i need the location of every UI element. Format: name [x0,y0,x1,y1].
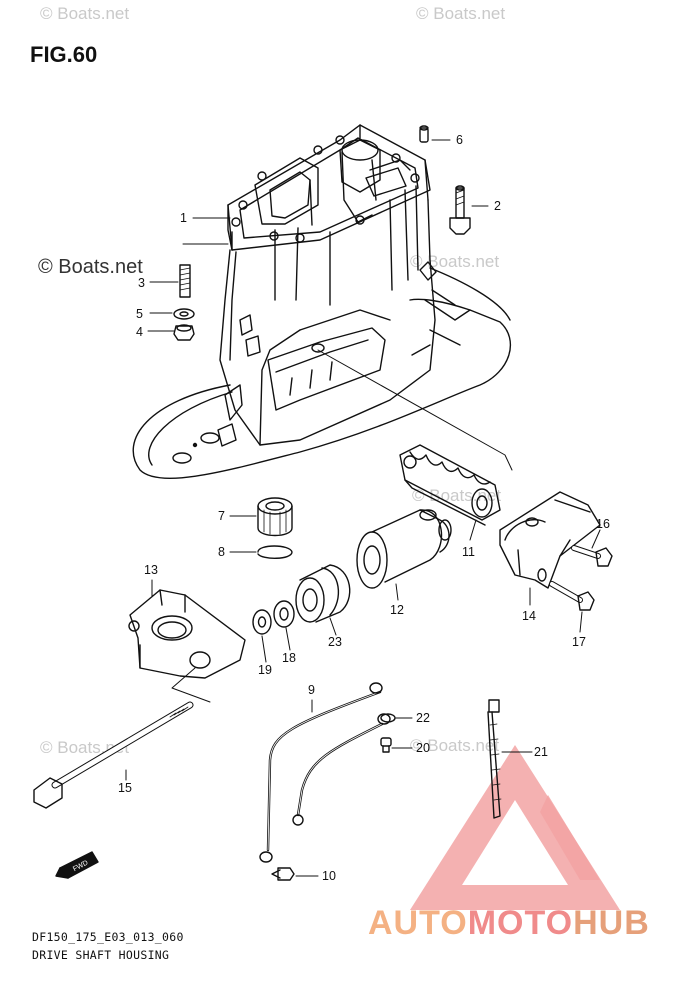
bracket-bolt-upper [571,545,613,567]
callout-10: 10 [322,869,336,883]
figure-title: FIG.60 [30,42,98,67]
callout-20: 20 [416,741,430,755]
callout-14: 14 [522,609,536,623]
callout-numbers: 1 2 3 4 5 6 7 8 9 10 11 12 13 14 15 16 1… [72,133,610,883]
collar [295,564,351,623]
callout-4: 4 [136,325,143,339]
logo-text-hub: HUB [573,904,650,942]
callout-22: 22 [416,711,430,725]
callout-16: 16 [596,517,610,531]
callout-leaders [125,139,601,877]
flange-bolt [449,185,471,235]
drive-shaft-housing [132,124,511,480]
clamp-bracket [499,491,601,589]
watermark: © Boats.net [416,4,506,23]
callout-12: 12 [390,603,404,617]
mount-cylinder [356,509,452,589]
ground-wire-a [259,682,383,863]
washer-tooth [380,713,396,723]
callout-18: 18 [282,651,296,665]
watermark: © Boats.net [410,736,500,755]
snap-ring [257,545,293,559]
watermark: © Boats.net [412,486,502,505]
watermark: © Boats.net [40,4,130,23]
through-bolt [33,701,194,809]
callout-13: 13 [144,563,158,577]
callout-9: 9 [308,683,315,697]
callout-2: 2 [494,199,501,213]
logo-text-auto: AUTO [368,904,468,942]
callout-11: 11 [462,545,475,559]
logo-text-moto: MOTO [467,904,574,942]
figure-name: DRIVE SHAFT HOUSING [32,948,170,962]
leader-line [317,349,513,471]
washer-large [273,600,295,628]
washer [173,308,195,320]
leader-line [171,667,211,703]
cable-tie [487,699,502,819]
callout-15: 15 [118,781,132,795]
bushing [257,497,293,537]
lower-mount-housing [128,589,246,679]
callout-3: 3 [138,276,145,290]
callout-6: 6 [456,133,463,147]
callout-8: 8 [218,545,225,559]
screw-lower [271,867,295,881]
callout-5: 5 [136,307,143,321]
screw-upper [380,737,392,753]
fwd-arrow-icon [55,851,99,879]
washer-small [252,609,272,635]
callout-19: 19 [258,663,272,677]
callout-23: 23 [328,635,342,649]
logo-triangle [410,745,620,910]
callout-7: 7 [218,509,225,523]
callout-21: 21 [534,745,548,759]
callout-1: 1 [180,211,187,225]
mount-rubber [399,444,501,526]
nut [173,324,195,341]
stud-bolt [179,264,191,298]
bracket-bolt-lower [549,581,595,611]
dowel-pin [419,125,429,143]
autmotohub-logo: AUTOMOTOHUB [368,904,650,943]
ground-wire-b [292,713,391,826]
figure-code: DF150_175_E03_013_060 [32,930,184,944]
watermark: © Boats.net [38,256,143,278]
callout-17: 17 [572,635,586,649]
